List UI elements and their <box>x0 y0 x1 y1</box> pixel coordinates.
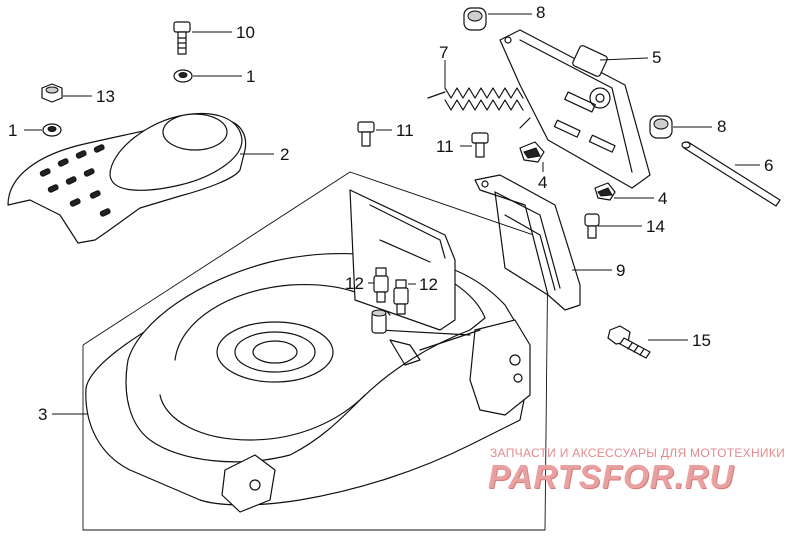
bracket-plate-part <box>499 29 651 189</box>
callout-label-11-b: 11 <box>436 137 454 156</box>
callout-label-11-a: 11 <box>396 121 414 140</box>
callout-label-15: 15 <box>692 331 711 350</box>
callout-label-12-b: 12 <box>419 275 438 294</box>
watermark-caption: ЗАПЧАСТИ И АКСЕССУАРЫ ДЛЯ МОТОТЕХНИКИ <box>490 446 786 460</box>
callout-label-12-a: 12 <box>345 274 364 293</box>
cover-vents <box>39 144 111 217</box>
cover-part <box>7 113 247 244</box>
spring-part <box>427 87 531 129</box>
watermark-logo: PARTSFOR.RU <box>488 458 735 495</box>
callout-label-10: 10 <box>236 23 255 42</box>
callout-label-9: 9 <box>616 261 626 280</box>
rod-part <box>681 141 781 207</box>
callout-label-13: 13 <box>96 87 115 106</box>
callout-label-3: 3 <box>38 405 48 424</box>
callout-label-8-right: 8 <box>717 117 727 136</box>
handle-frame-part <box>474 174 581 311</box>
callout-label-5: 5 <box>652 48 662 67</box>
mower-deck-part <box>82 171 549 531</box>
callout-label-8-top: 8 <box>536 3 546 22</box>
small-parts <box>41 7 673 359</box>
callout-label-6: 6 <box>764 156 774 175</box>
callout-label-4-b: 4 <box>658 189 668 208</box>
callout-label-4-a: 4 <box>538 173 548 192</box>
callout-label-2: 2 <box>280 145 290 164</box>
callout-label-1-left: 1 <box>8 121 18 140</box>
callout-label-7: 7 <box>439 43 449 62</box>
callout-label-14: 14 <box>646 217 665 236</box>
callout-label-1-top: 1 <box>246 67 256 86</box>
leader-lines <box>24 13 760 415</box>
